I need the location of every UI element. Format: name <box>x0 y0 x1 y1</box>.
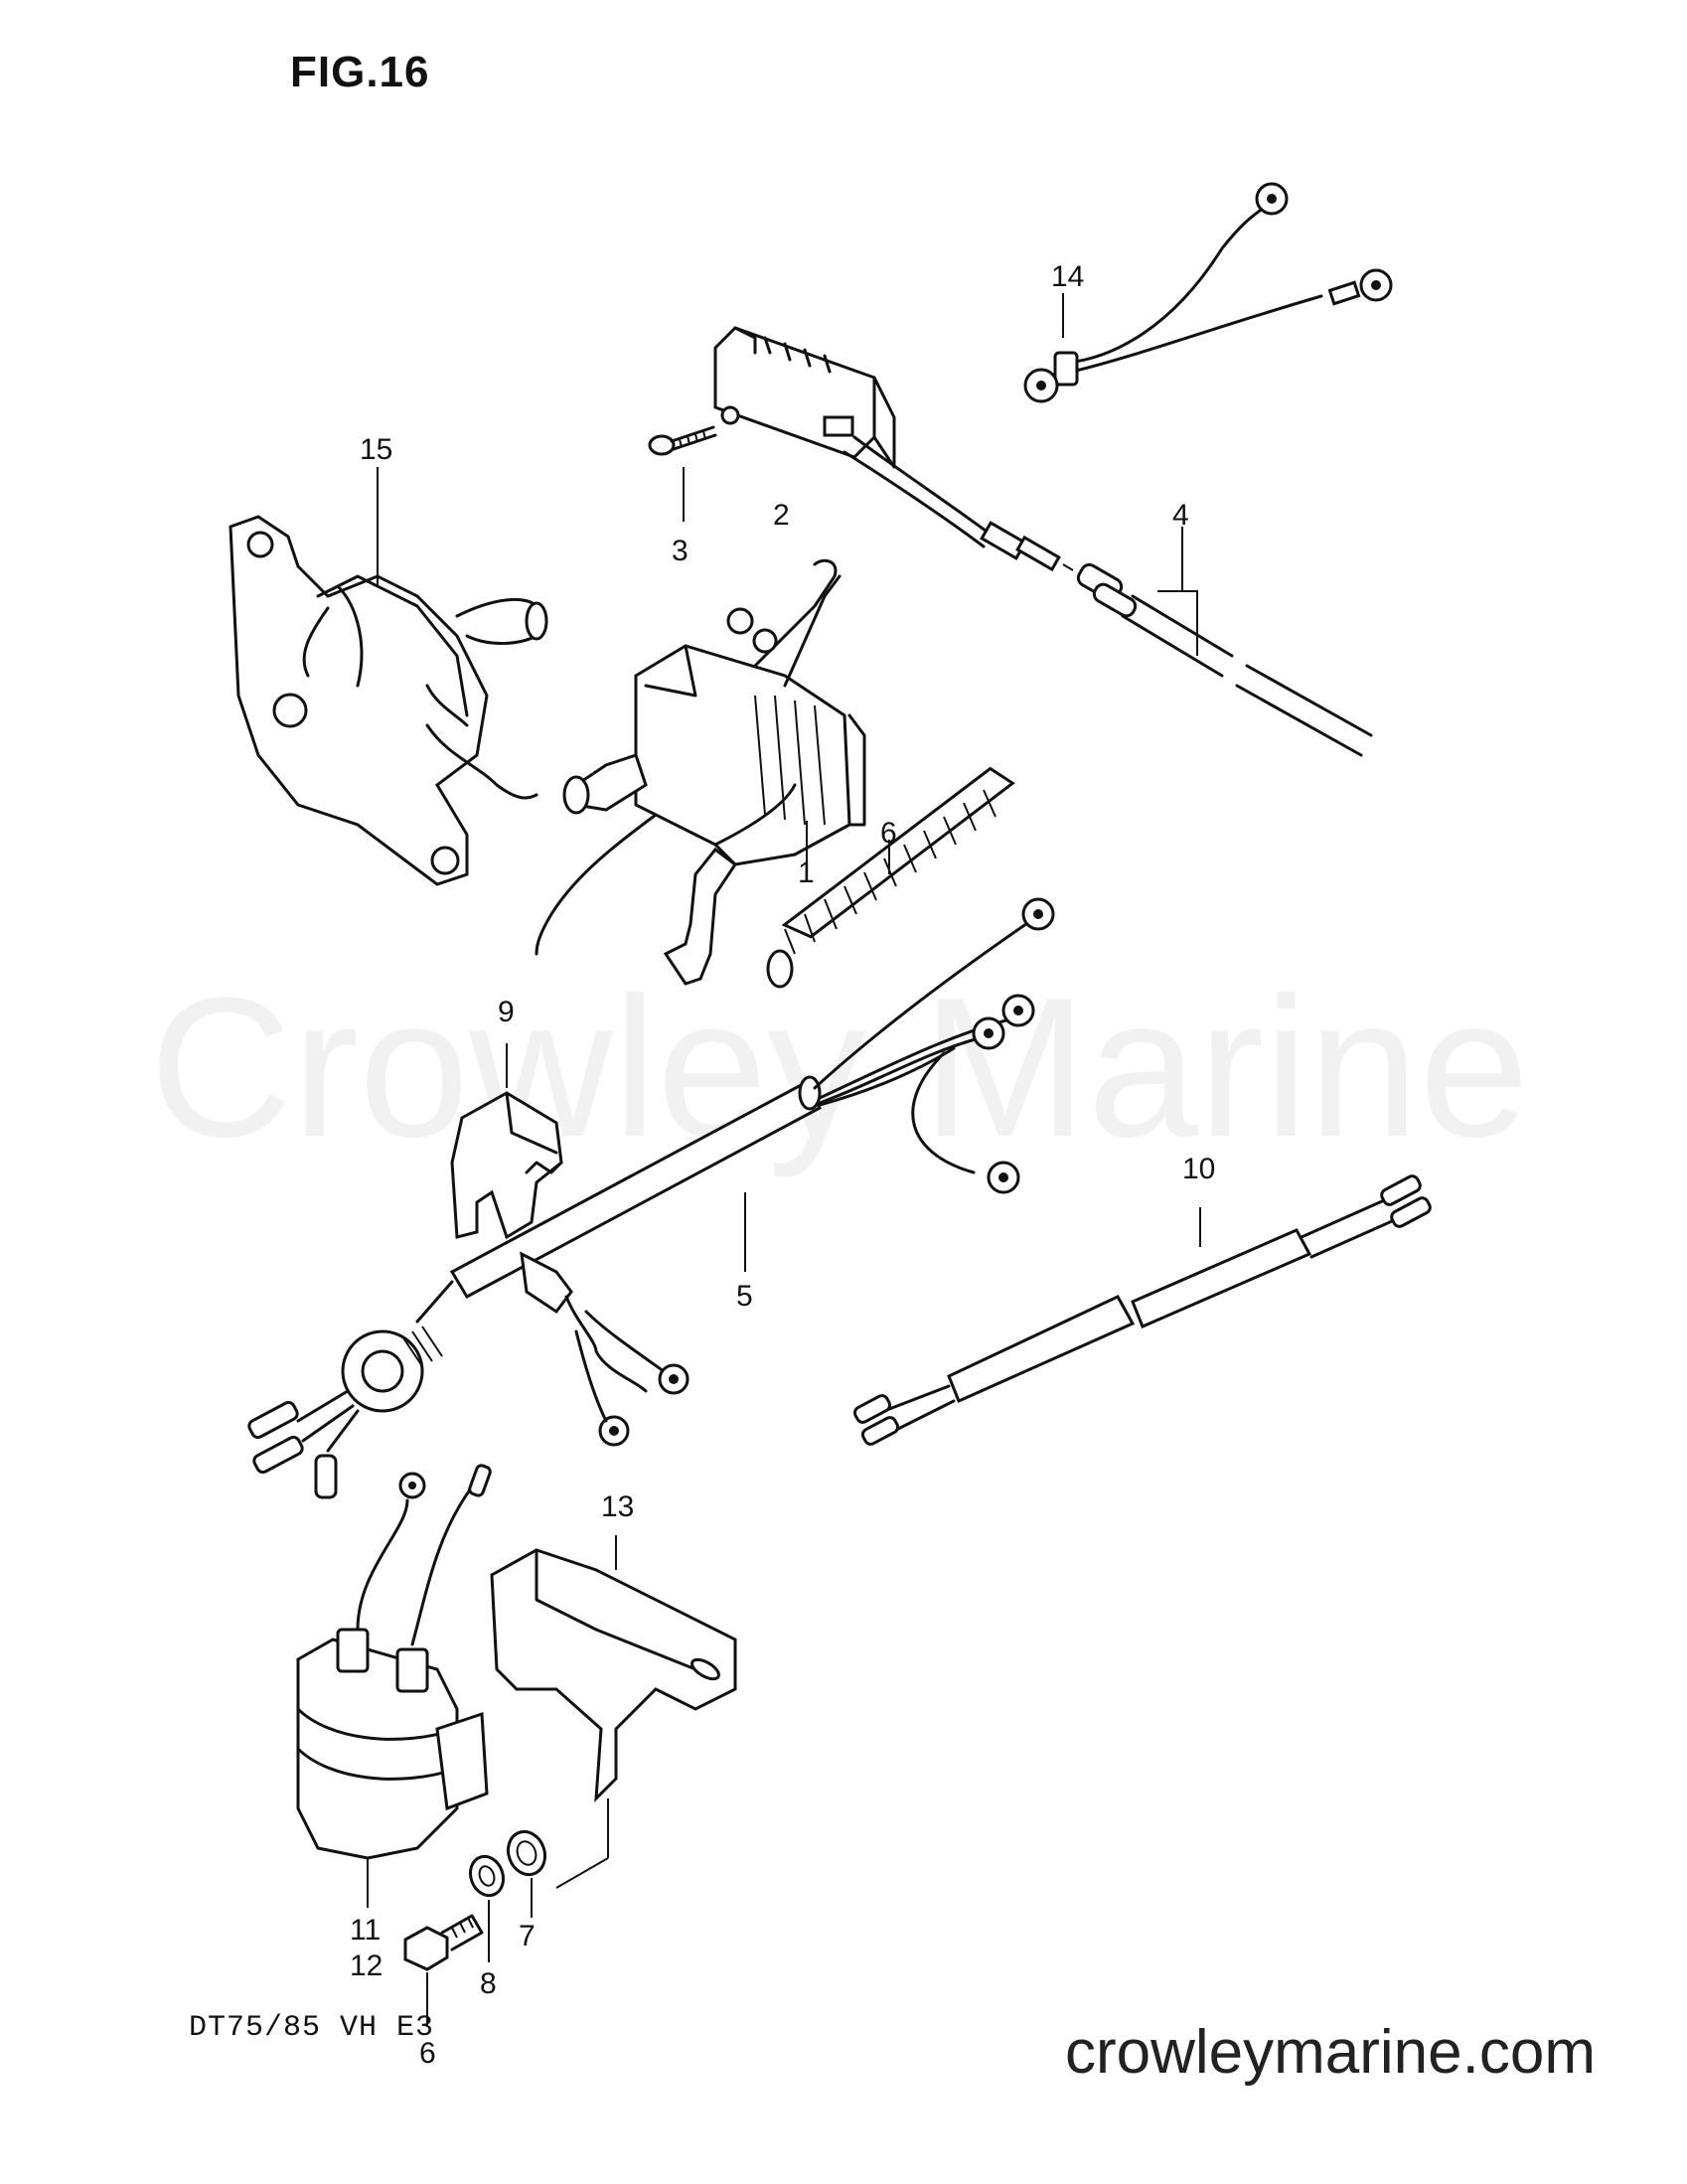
spiral-tube-icon <box>766 766 1015 989</box>
callout-7: 7 <box>519 1920 536 1952</box>
callout-15: 15 <box>360 433 393 466</box>
solenoid-icon <box>535 558 866 986</box>
bolt-icon <box>403 1914 484 2027</box>
callout-12: 12 <box>350 1950 383 1982</box>
bracket-icon <box>490 1535 737 1889</box>
extension-cable-icon <box>852 1174 1432 1446</box>
relay-icon <box>296 1464 492 1908</box>
callout-11: 11 <box>350 1914 382 1947</box>
callout-3: 3 <box>672 535 689 567</box>
callout-9: 9 <box>498 996 515 1028</box>
callout-4: 4 <box>1172 499 1189 532</box>
solenoid-icon <box>229 467 548 886</box>
callout-1: 1 <box>798 857 815 889</box>
cover-icon <box>450 1043 563 1240</box>
figure-title: FIG.16 <box>290 48 430 96</box>
washer-icon <box>468 1854 506 1962</box>
callout-6-tube: 6 <box>880 817 897 850</box>
screw-icon <box>648 425 717 522</box>
switch-icon <box>713 326 1074 572</box>
callout-13: 13 <box>601 1490 635 1523</box>
callout-5: 5 <box>736 1280 753 1313</box>
callout-8: 8 <box>480 1967 497 2000</box>
callout-2: 2 <box>773 499 790 532</box>
ground-wire-icon <box>1023 182 1393 403</box>
callout-14: 14 <box>1051 260 1085 293</box>
site-url[interactable]: crowleymarine.com <box>1064 2018 1596 2087</box>
model-code: DT75/85 VH E3 <box>189 2011 435 2045</box>
callout-6-bolt: 6 <box>419 2037 436 2070</box>
wiring-harness-icon <box>247 897 1055 1499</box>
callout-10: 10 <box>1182 1153 1216 1185</box>
washer-icon <box>506 1829 547 1918</box>
lead-wire-icon <box>1076 527 1373 757</box>
